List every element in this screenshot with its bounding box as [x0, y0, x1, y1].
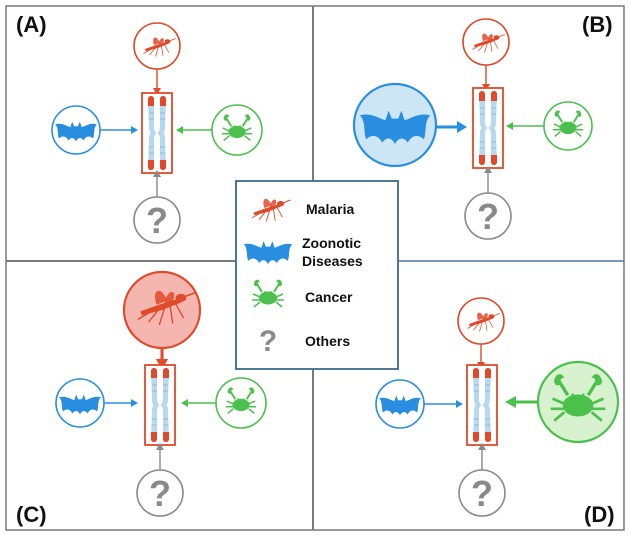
outer-frame	[5, 5, 625, 531]
cancer-node-b	[543, 101, 593, 151]
question-icon: ?	[471, 473, 493, 514]
panel-b: (B) ?	[352, 12, 613, 240]
panel-label-a: (A)	[16, 12, 47, 37]
malaria-node-b	[462, 18, 510, 66]
malaria-node-c-highlighted	[122, 270, 202, 350]
question-icon: ?	[259, 325, 277, 358]
legend-label-zoonotic: Zoonotic	[302, 235, 361, 251]
cancer-node-a	[211, 104, 263, 156]
legend-label-others: Others	[305, 333, 350, 349]
panel-label-c: (C)	[16, 502, 47, 527]
zoonotic-node-a	[51, 105, 101, 155]
others-node-a: ?	[133, 196, 181, 244]
chromosome-icon	[141, 92, 173, 174]
legend-label-malaria: Malaria	[306, 201, 354, 217]
legend-item-malaria: Malaria	[251, 198, 354, 223]
panel-label-d: (D)	[584, 502, 615, 527]
others-node-d: ?	[458, 469, 506, 517]
legend-item-others: ? Others	[259, 325, 351, 358]
others-node-b: ?	[464, 192, 512, 240]
panel-c: (C) ?	[16, 270, 267, 527]
chromosome-icon	[466, 364, 498, 446]
zoonotic-node-b-highlighted	[352, 82, 438, 168]
zoonotic-node-c	[55, 378, 105, 428]
legend-label-cancer: Cancer	[305, 289, 353, 305]
legend-item-zoonotic: Zoonotic Diseases	[243, 235, 363, 269]
legend: Malaria Zoonotic Diseases Cancer ? Other…	[235, 180, 399, 370]
panel-a: (A) ?	[16, 12, 263, 244]
legend-item-cancer: Cancer	[251, 278, 353, 308]
question-icon: ?	[146, 200, 168, 241]
legend-label-zoonotic-line2: Diseases	[302, 253, 363, 269]
panel-d: (D) ?	[375, 297, 620, 527]
malaria-node-d	[457, 297, 505, 345]
panel-label-b: (B)	[582, 12, 613, 37]
question-icon: ?	[149, 473, 171, 514]
chromosome-icon	[472, 87, 504, 169]
cancer-node-c	[215, 377, 267, 429]
malaria-node-a	[133, 22, 181, 70]
chromosome-icon	[144, 364, 176, 446]
zoonotic-node-d	[375, 379, 425, 429]
question-icon: ?	[477, 196, 499, 237]
others-node-c: ?	[136, 469, 184, 517]
cancer-node-d-highlighted	[536, 360, 620, 444]
